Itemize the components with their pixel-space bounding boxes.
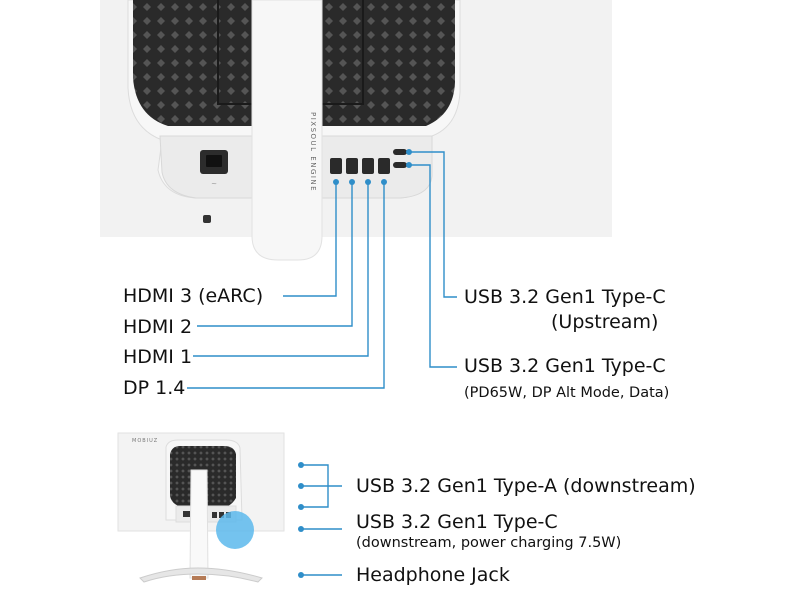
security-lock-slot [203, 215, 211, 223]
label-usb-a-downstream: USB 3.2 Gen1 Type-A (downstream) [356, 475, 696, 497]
label-usb-c-upstream-line1: USB 3.2 Gen1 Type-C [464, 286, 666, 308]
brand-vertical-text: PIXSOUL ENGINE [309, 112, 317, 193]
top-callout-lines [187, 151, 457, 389]
label-dp-1-4: DP 1.4 [123, 377, 186, 399]
label-usb-c-pd-line2: (PD65W, DP Alt Mode, Data) [464, 385, 670, 401]
label-headphone-jack: Headphone Jack [356, 564, 510, 586]
svg-text:~: ~ [211, 180, 217, 188]
label-hdmi-2: HDMI 2 [123, 316, 193, 338]
label-usb-c-upstream-line2: (Upstream) [551, 311, 659, 333]
bottom-callout-lines [301, 464, 342, 576]
usb-c-port-upstream [393, 149, 407, 155]
label-hdmi-3: HDMI 3 (eARC) [123, 285, 264, 307]
small-monitor-stand [189, 469, 209, 579]
usb-c-port-pd65w [393, 162, 407, 168]
video-ports [330, 158, 390, 174]
label-hdmi-1: HDMI 1 [123, 346, 193, 368]
label-usb-c-downstream-line2: (downstream, power charging 7.5W) [356, 535, 622, 551]
usb-hub-highlight [216, 511, 254, 549]
brand-corner-text: MOBIUZ [132, 438, 159, 444]
label-usb-c-downstream-line1: USB 3.2 Gen1 Type-C [356, 511, 558, 533]
monitor-stand [251, 0, 323, 261]
small-stand-base [139, 567, 263, 583]
label-usb-c-pd-line1: USB 3.2 Gen1 Type-C [464, 355, 666, 377]
